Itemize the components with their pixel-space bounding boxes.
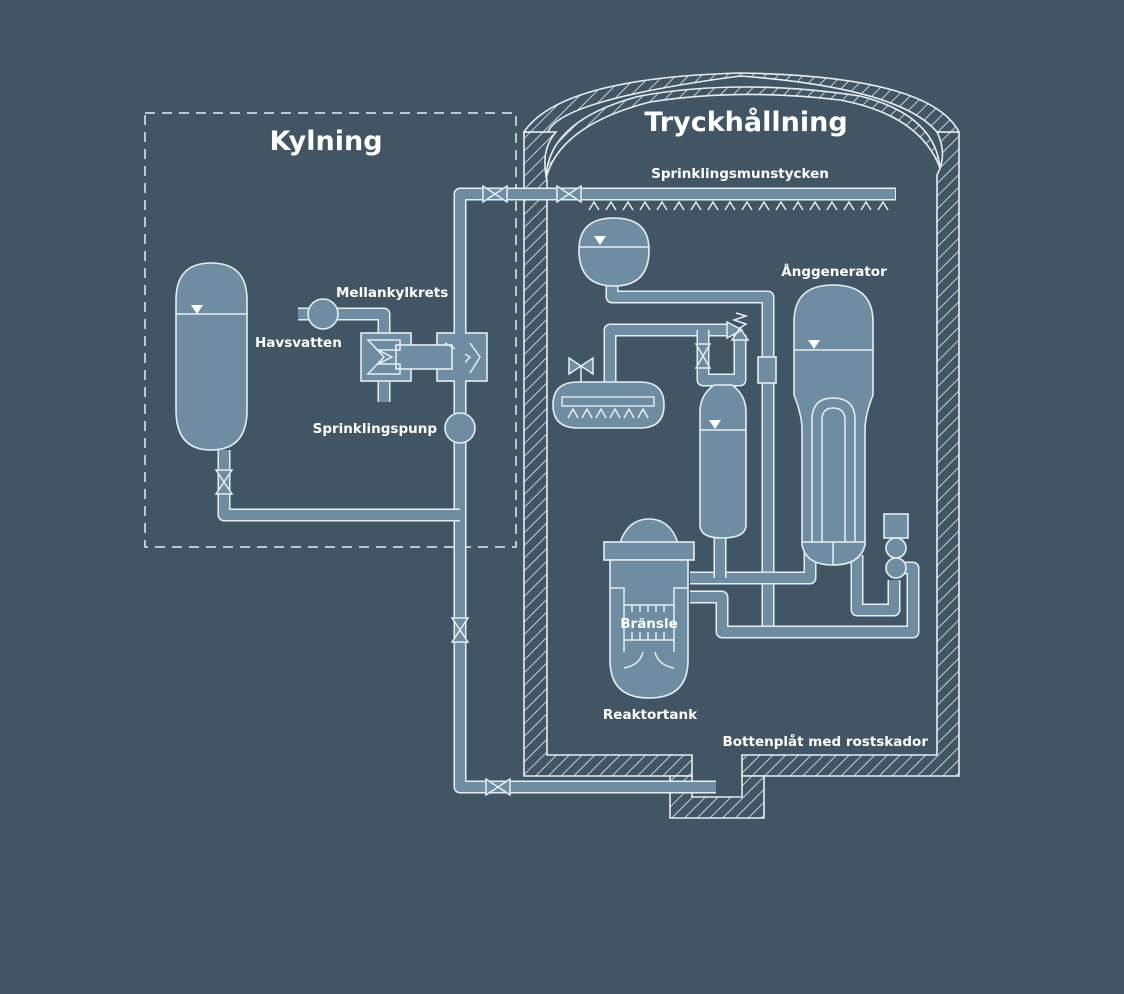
spray-pump: [444, 412, 476, 444]
cooling-title: Kylning: [269, 126, 382, 157]
relief-valve: [726, 320, 750, 341]
spray-nozzle-icon: [724, 200, 736, 211]
containment-dome-inner: [545, 86, 941, 179]
valve-sump-line: [485, 777, 511, 797]
pressurizer: [699, 384, 747, 539]
cooling-boundary: [144, 112, 517, 548]
spray-nozzle-icon: [588, 200, 600, 211]
spray-nozzle-icon: [656, 200, 668, 211]
spray-nozzle-icon: [690, 200, 702, 211]
intermediate-circuit-label: Mellankylkrets: [336, 285, 448, 301]
spray-nozzle-icon: [809, 200, 821, 211]
spray-nozzle-icon: [622, 200, 634, 211]
spray-nozzle-icon: [741, 200, 753, 211]
spray-nozzles: [588, 200, 889, 211]
spray-nozzles-label: Sprinklingsmunstycken: [651, 166, 829, 182]
pressure-containment-title: Tryckhållning: [644, 106, 847, 138]
spray-nozzle-icon: [792, 200, 804, 211]
spray-nozzle-icon: [826, 200, 838, 211]
spray-nozzle-icon: [758, 200, 770, 211]
reactor-coolant-pump: [883, 513, 909, 579]
valve-pressurizer-spray: [694, 343, 712, 369]
containment-dome: [522, 72, 961, 133]
intermediate-circuit-pump: [307, 298, 339, 330]
cooling-water-tank: [175, 262, 248, 451]
valve-spray-outside: [482, 184, 508, 204]
spray-pump-label: Sprinklingspunp: [313, 421, 438, 437]
steam-generator-label: Ånggenerator: [781, 263, 887, 280]
fuel-label: Bränsle: [620, 616, 678, 632]
water-level-icon: [709, 420, 721, 429]
inline-component: [757, 356, 777, 384]
steam-generator: [793, 284, 874, 566]
valve-spray-inside: [556, 184, 582, 204]
spray-nozzle-icon: [775, 200, 787, 211]
spray-nozzle-icon: [877, 200, 889, 211]
accumulator-tank: [578, 217, 650, 287]
water-level-icon: [594, 236, 606, 245]
valve-riser: [450, 617, 470, 643]
valve-tank-outlet: [214, 469, 234, 495]
valves: [214, 184, 750, 797]
spray-nozzle-icon: [605, 200, 617, 211]
bottom-plate-label: Bottenplåt med rostskador: [722, 733, 928, 750]
sea-water-label: Havsvatten: [255, 335, 342, 351]
spray-nozzle-icon: [639, 200, 651, 211]
spray-nozzle-icon: [843, 200, 855, 211]
reactor-vessel: [603, 518, 695, 699]
containment-right-wall: [741, 131, 960, 777]
water-level-icon: [808, 340, 820, 349]
spray-nozzle-icon: [707, 200, 719, 211]
water-level-icon: [191, 305, 203, 314]
spray-nozzle-icon: [860, 200, 872, 211]
spray-nozzle-icon: [673, 200, 685, 211]
reactor-vessel-label: Reaktortank: [603, 707, 698, 723]
relief-spring-icon: [731, 312, 749, 329]
heat-exchanger: [360, 332, 488, 382]
